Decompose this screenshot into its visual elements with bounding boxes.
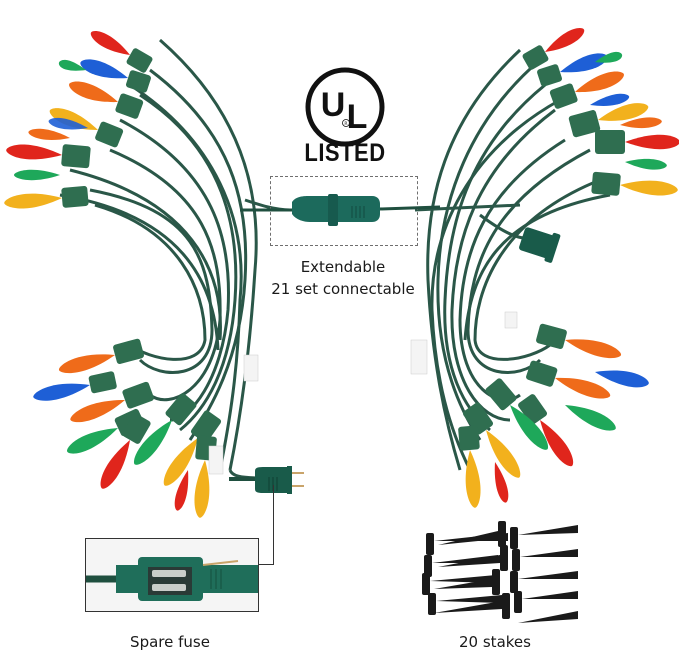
stake-icon bbox=[422, 573, 496, 595]
fuse-leader-line bbox=[257, 564, 274, 565]
fuse-leader-line bbox=[273, 485, 274, 565]
product-tag bbox=[243, 354, 259, 382]
product-tag bbox=[410, 339, 428, 375]
ul-letter-l: L bbox=[347, 98, 368, 136]
stake-icon bbox=[438, 545, 508, 571]
left-light-string bbox=[4, 30, 291, 518]
connector-caption-line2: 21 set connectable bbox=[271, 280, 415, 298]
bulbs-top-right bbox=[522, 27, 679, 196]
product-tag bbox=[208, 445, 224, 475]
stake-icon bbox=[428, 593, 502, 615]
stake-icon bbox=[434, 593, 510, 619]
ul-letter-u: U bbox=[321, 86, 346, 124]
bulbs-top-left bbox=[4, 30, 153, 209]
stake-icon bbox=[434, 569, 500, 595]
stakes-caption: 20 stakes bbox=[459, 633, 531, 651]
spare-fuse-inset bbox=[85, 538, 259, 612]
male-plug bbox=[229, 466, 304, 494]
svg-text:R: R bbox=[344, 121, 347, 127]
right-light-string bbox=[410, 27, 679, 508]
ul-certification-logo: U L R bbox=[305, 67, 385, 147]
bulbs-bottom-left bbox=[33, 338, 222, 518]
stake-icon bbox=[510, 571, 578, 593]
stakes-bundle bbox=[422, 521, 578, 623]
inline-connector bbox=[240, 194, 440, 226]
ul-listed-label: LISTED bbox=[304, 138, 386, 167]
stake-icon bbox=[514, 591, 578, 613]
product-tag bbox=[504, 311, 518, 329]
stake-icon bbox=[510, 525, 578, 549]
bulbs-bottom-right bbox=[458, 323, 649, 508]
spare-fuse-caption: Spare fuse bbox=[130, 633, 210, 651]
fuse-plug-closeup bbox=[86, 539, 258, 611]
connector-caption-line1: Extendable bbox=[300, 258, 386, 276]
stake-icon bbox=[512, 549, 578, 571]
female-end-plug bbox=[519, 227, 561, 263]
stake-icon bbox=[438, 521, 506, 547]
